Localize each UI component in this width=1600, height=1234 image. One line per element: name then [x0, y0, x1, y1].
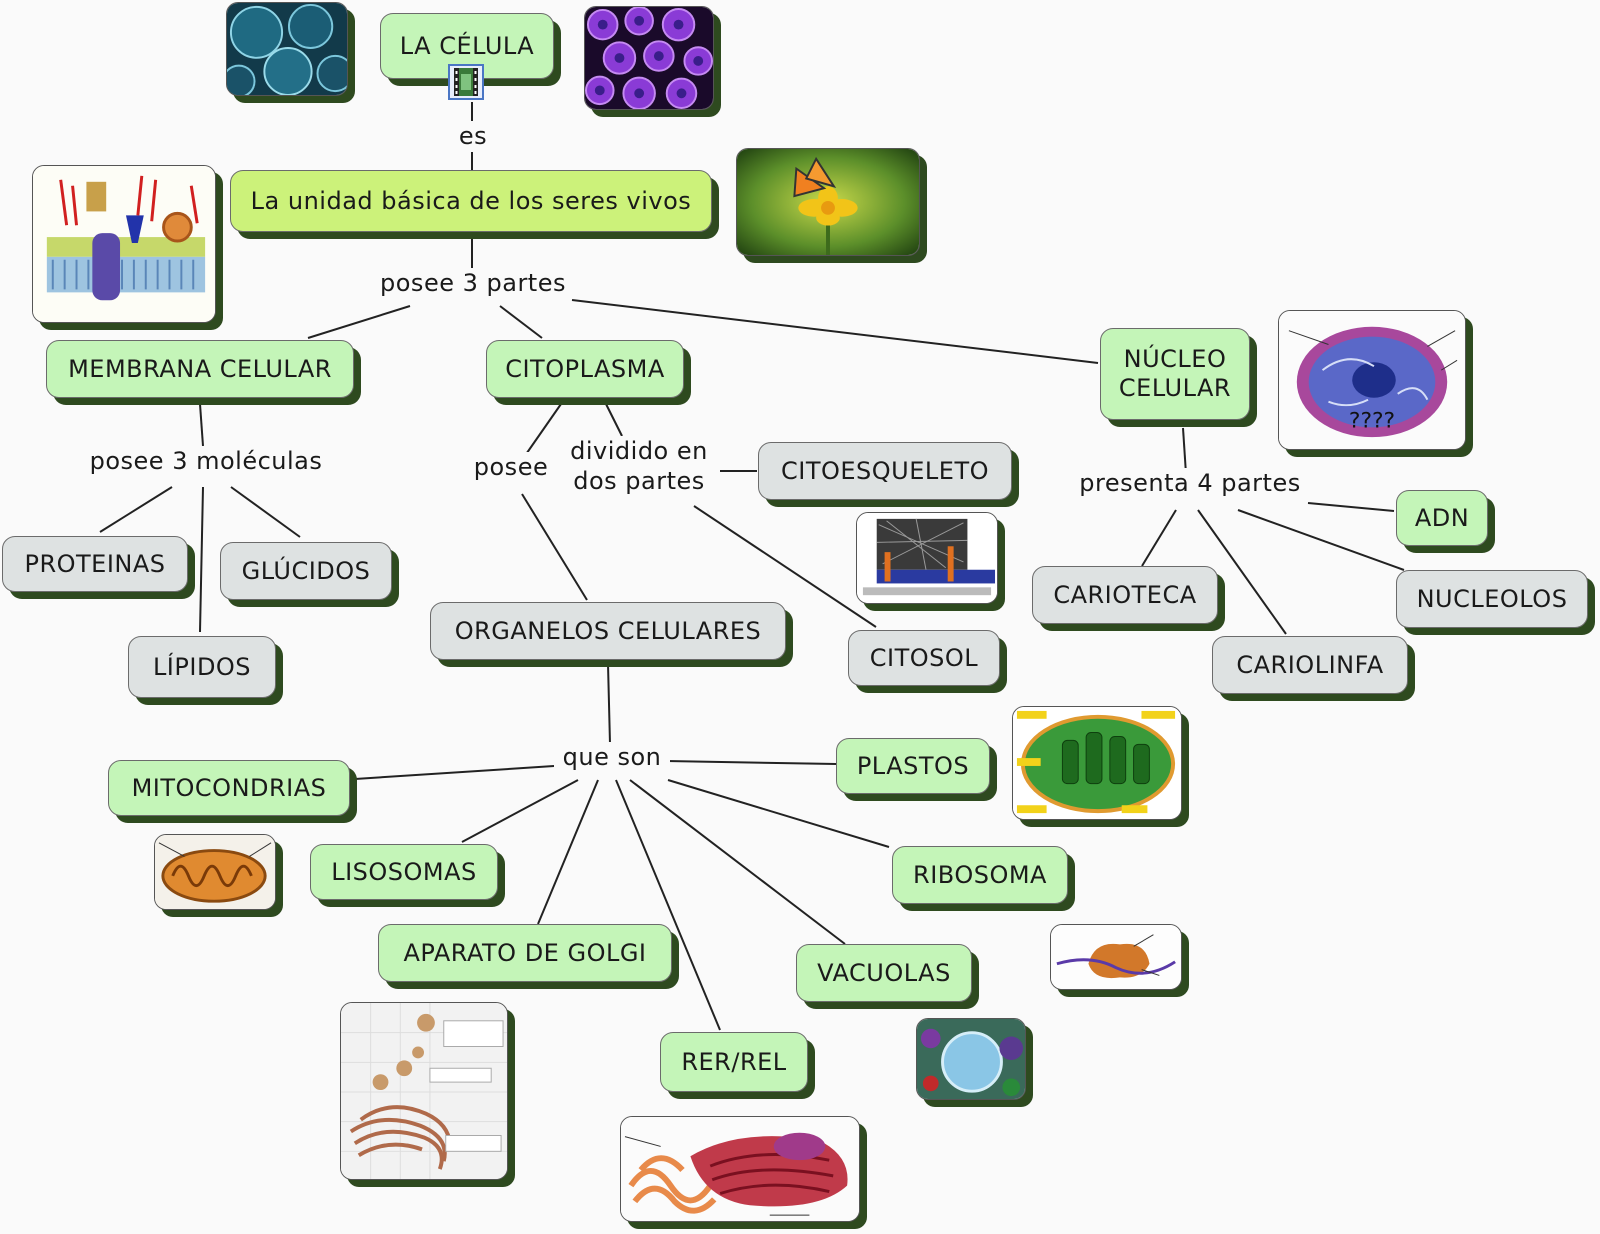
concept-label: La unidad básica de los seres vivos: [250, 186, 692, 215]
concept-citoesqueleto[interactable]: CITOESQUELETO: [758, 442, 1012, 500]
edge: [693, 505, 877, 628]
link-es: es: [452, 121, 494, 151]
cell-membrane-image: [32, 165, 216, 323]
concept-label: GLÚCIDOS: [241, 556, 371, 585]
concept-label: CITOESQUELETO: [781, 456, 989, 485]
concept-membrana-celular[interactable]: MEMBRANA CELULAR: [46, 340, 354, 398]
endoplasmic-reticulum-image: [620, 1116, 860, 1222]
nucleus-label: ????: [1349, 408, 1395, 433]
concept-label: CITOPLASMA: [505, 354, 665, 383]
concept-label: ORGANELOS CELULARES: [454, 616, 762, 645]
edge: [1182, 427, 1187, 475]
edge: [199, 403, 204, 447]
concept-label: CARIOTECA: [1053, 580, 1197, 609]
link-posee: posee: [470, 452, 552, 482]
concept-label: MITOCONDRIAS: [131, 773, 327, 802]
concept-aparato-de-golgi[interactable]: APARATO DE GOLGI: [378, 924, 672, 982]
edge: [1237, 509, 1405, 571]
concept-label: NUCLEOLOS: [1416, 584, 1568, 613]
concept-nucleo-celular[interactable]: NÚCLEO CELULAR: [1100, 328, 1250, 420]
concept-rer-rel[interactable]: RER/REL: [660, 1032, 808, 1092]
edge: [461, 779, 579, 843]
cytoskeleton-image: [856, 512, 998, 604]
link-presenta-4-partes: presenta 4 partes: [1070, 468, 1310, 498]
edge: [665, 760, 837, 765]
concept-label: LISOSOMAS: [331, 857, 477, 886]
concept-proteinas[interactable]: PROTEINAS: [2, 536, 188, 592]
concept-vacuolas[interactable]: VACUOLAS: [796, 944, 972, 1002]
vacuole-image: [916, 1018, 1026, 1100]
concept-label: CARIOLINFA: [1236, 650, 1384, 679]
concept-label: APARATO DE GOLGI: [403, 938, 647, 967]
edge: [521, 403, 562, 461]
golgi-image: [340, 1002, 508, 1180]
concept-glucidos[interactable]: GLÚCIDOS: [220, 542, 392, 600]
link-que-son: que son: [554, 742, 670, 772]
concept-label: ADN: [1414, 503, 1470, 532]
concept-unidad-basica[interactable]: La unidad básica de los seres vivos: [230, 170, 712, 232]
edge: [199, 486, 204, 633]
edge: [537, 779, 599, 925]
concept-carioteca[interactable]: CARIOTECA: [1032, 566, 1218, 624]
edge: [230, 486, 301, 538]
edge: [1307, 502, 1395, 512]
edge: [307, 305, 411, 339]
concept-label: RIBOSOMA: [913, 860, 1047, 889]
chloroplast-image: [1012, 706, 1182, 820]
concept-label: LÍPIDOS: [152, 652, 252, 681]
concept-label: VACUOLAS: [817, 958, 951, 987]
link-posee-3-partes: posee 3 partes: [372, 268, 574, 298]
link-posee-3-moleculas: posee 3 moléculas: [82, 446, 330, 476]
concept-label: NÚCLEO CELULAR: [1118, 345, 1232, 402]
concept-mitocondrias[interactable]: MITOCONDRIAS: [108, 760, 350, 816]
concept-nucleolos[interactable]: NUCLEOLOS: [1396, 570, 1588, 628]
film-icon[interactable]: [448, 64, 484, 100]
concept-label: MEMBRANA CELULAR: [68, 354, 332, 383]
concept-plastos[interactable]: PLASTOS: [836, 738, 990, 794]
purple-cells-image: [584, 6, 714, 110]
concept-label: PROTEINAS: [24, 549, 166, 578]
butterfly-image: [736, 148, 920, 256]
concept-cariolinfa[interactable]: CARIOLINFA: [1212, 636, 1408, 694]
concept-organelos-celulares[interactable]: ORGANELOS CELULARES: [430, 602, 786, 660]
concept-citosol[interactable]: CITOSOL: [848, 630, 1000, 686]
edge: [629, 779, 846, 945]
cells-micrograph-image: [226, 2, 348, 96]
edge: [99, 486, 173, 533]
concept-label: LA CÉLULA: [399, 31, 535, 60]
edge: [499, 305, 543, 339]
edge: [521, 493, 588, 601]
edge: [571, 299, 1099, 364]
edge: [667, 779, 890, 848]
link-dividido-dos-partes: dividido en dos partes: [560, 436, 718, 496]
edge: [605, 403, 623, 437]
concept-adn[interactable]: ADN: [1396, 490, 1488, 546]
concept-lipidos[interactable]: LÍPIDOS: [128, 636, 276, 698]
edge: [354, 765, 555, 780]
concept-citoplasma[interactable]: CITOPLASMA: [486, 340, 684, 398]
edge: [615, 779, 721, 1031]
edge: [607, 663, 611, 745]
concept-label: PLASTOS: [856, 751, 970, 780]
ribosome-image: [1050, 924, 1182, 990]
cell-nucleus-image: ????: [1278, 310, 1466, 450]
concept-label: CITOSOL: [869, 643, 979, 672]
mitochondria-image: [154, 834, 276, 910]
concept-lisosomas[interactable]: LISOSOMAS: [310, 844, 498, 900]
concept-ribosoma[interactable]: RIBOSOMA: [892, 846, 1068, 904]
edge: [1197, 509, 1287, 635]
concept-label: RER/REL: [681, 1047, 787, 1076]
edge: [1141, 509, 1177, 567]
